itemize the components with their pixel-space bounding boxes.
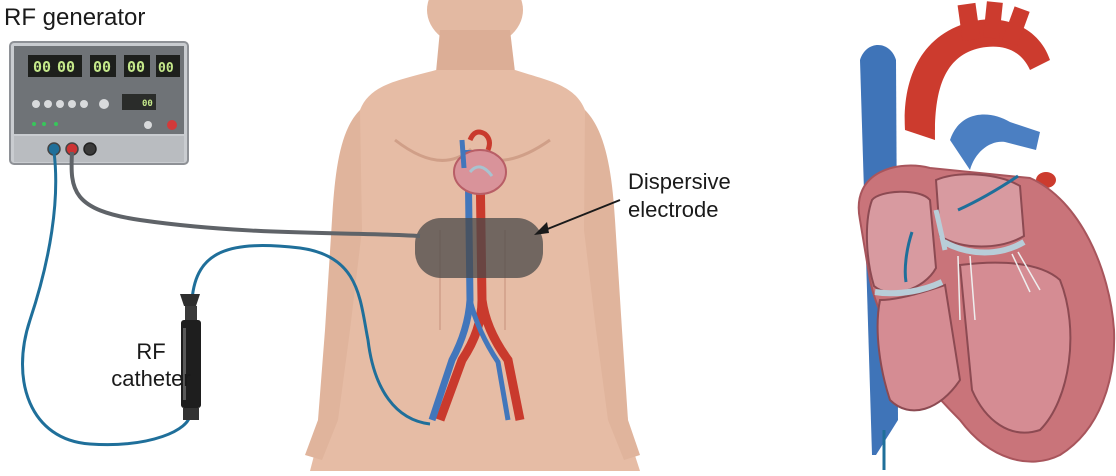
neck xyxy=(436,30,515,72)
digit-display-1: 00 xyxy=(33,58,51,76)
pulmonary-artery xyxy=(950,115,1040,170)
right-atrium xyxy=(867,192,936,293)
rf-catheter-label: RF catheter xyxy=(96,338,206,392)
dispersive-electrode-pad xyxy=(415,218,543,278)
digit-display-3: 00 xyxy=(93,58,111,76)
rf-catheter-label-line1: RF xyxy=(96,338,206,365)
heart-cross-section xyxy=(859,1,1114,470)
right-ventricle xyxy=(878,285,960,410)
ground-port xyxy=(84,143,96,155)
dispersive-electrode-label: Dispersive electrode xyxy=(628,168,731,224)
rf-generator-label: RF generator xyxy=(4,4,145,32)
digit-display-6: 00 xyxy=(142,99,153,109)
dispersive-electrode-label-line1: Dispersive xyxy=(628,168,731,196)
digit-display-2: 00 xyxy=(57,58,75,76)
digit-display-5: 00 xyxy=(158,61,174,76)
digit-display-4: 00 xyxy=(127,58,145,76)
rf-catheter-label-line2: catheter xyxy=(96,365,206,392)
catheter-cable-to-generator xyxy=(23,152,191,445)
left-atrium xyxy=(936,174,1024,246)
dispersive-electrode-label-line2: electrode xyxy=(628,196,731,224)
generator-connector-panel xyxy=(14,136,184,162)
